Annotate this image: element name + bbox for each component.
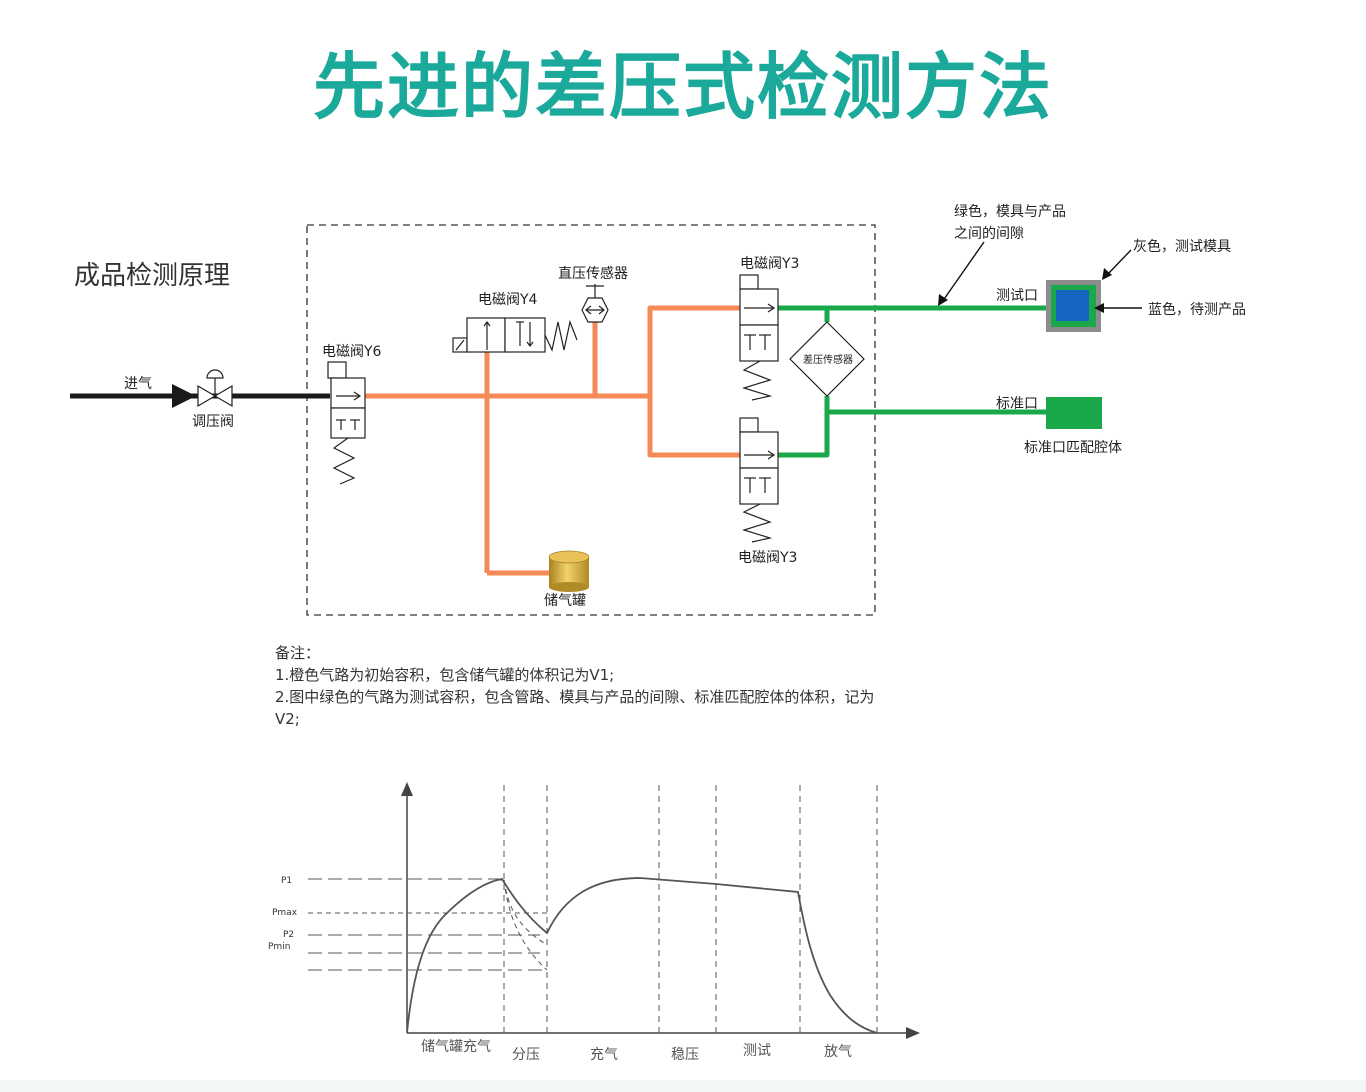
phase-label-charging-tank: 储气罐充气: [421, 1039, 491, 1055]
inlet-label: 进气: [124, 376, 152, 392]
valve-y3-top-label: 电磁阀Y3: [740, 256, 799, 272]
tank-icon: [548, 550, 590, 592]
notes-line-2: 2.图中绿色的气路为测试容积，包含管路、模具与产品的间隙、标准匹配腔体的体积，记…: [275, 688, 875, 706]
blue-note-arrow: [1094, 303, 1142, 313]
y-label-pmax: Pmax: [272, 908, 298, 918]
green-circuit: [778, 305, 1046, 458]
valve-y4-label: 电磁阀Y4: [478, 292, 538, 308]
phase-label-partial: 分压: [512, 1047, 540, 1063]
phase-label-exhaust: 放气: [824, 1044, 852, 1060]
y-label-p2: P2: [283, 930, 294, 940]
regulator-label: 调压阀: [192, 414, 234, 430]
valve-y6-label: 电磁阀Y6: [322, 344, 382, 360]
blue-note: 蓝色，待测产品: [1148, 301, 1246, 318]
y-label-pmin: Pmin: [268, 942, 290, 952]
test-mold-icon: [1046, 280, 1101, 332]
pressure-curve: [406, 877, 878, 1034]
pressure-sensor-icon: [581, 284, 609, 323]
green-note-arrow: [938, 241, 985, 306]
gray-note-arrow: [1102, 249, 1132, 280]
diff-sensor-label: 差压传感器: [803, 353, 853, 366]
green-note-line2: 之间的间隙: [954, 226, 1024, 242]
notes-line-3: V2;: [275, 710, 300, 728]
control-box-outline: [306, 224, 876, 616]
orange-circuit: [365, 305, 740, 576]
valve-y3-top-icon: [739, 274, 779, 401]
bottom-strip: [0, 1080, 1366, 1092]
y-axis-arrow: [401, 782, 413, 796]
valve-y4-icon: [452, 317, 578, 353]
test-port-label: 测试口: [996, 288, 1038, 304]
diff-sensor-icon: [789, 321, 865, 397]
standard-cavity-icon: [1046, 397, 1102, 429]
pressure-chart: P1 Pmax P2 Pmin 储气罐充气 分压 充气 稳压 测试 放气: [268, 782, 920, 1063]
phase-label-stabilize: 稳压: [671, 1047, 699, 1063]
partial-pressure-dashed-curve: [503, 879, 548, 971]
diagram-subtitle: 成品检测原理: [74, 261, 231, 291]
y-label-p1: P1: [281, 876, 292, 886]
inlet-arrow: [172, 384, 196, 408]
phase-label-fill: 充气: [590, 1047, 618, 1063]
phase-label-test: 测试: [743, 1043, 771, 1059]
pressure-sensor-label: 直压传感器: [558, 265, 628, 282]
green-note-line1: 绿色，模具与产品: [954, 203, 1066, 220]
standard-port-label: 标准口: [996, 396, 1038, 412]
valve-y3-bottom-icon: [739, 417, 779, 543]
valve-y3-bottom-label: 电磁阀Y3: [738, 550, 797, 566]
regulator-valve-icon: [197, 369, 233, 408]
tank-label: 储气罐: [544, 593, 586, 609]
gray-note: 灰色，测试模具: [1133, 238, 1231, 255]
standard-cavity-label: 标准口匹配腔体: [1024, 440, 1122, 456]
partial-pressure-dashed-curve: [503, 879, 548, 946]
notes-line-1: 1.橙色气路为初始容积，包含储气罐的体积记为V1;: [275, 666, 615, 684]
notes-block: 备注： 1.橙色气路为初始容积，包含储气罐的体积记为V1; 2.图中绿色的气路为…: [275, 642, 915, 730]
notes-heading: 备注：: [275, 644, 321, 662]
valve-y6-icon: [327, 361, 366, 485]
page-title: 先进的差压式检测方法: [312, 45, 1053, 129]
x-axis-arrow: [906, 1027, 920, 1039]
